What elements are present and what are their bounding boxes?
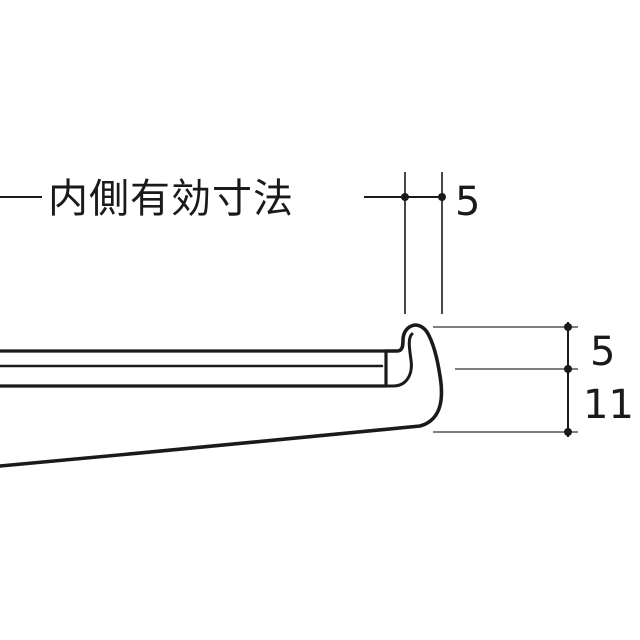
panel-rail <box>0 349 388 388</box>
height-point-bottom <box>564 428 572 436</box>
height-dimension-group <box>433 322 578 437</box>
hook-profile <box>0 323 444 468</box>
height-upper-label: 5 <box>590 329 615 375</box>
frame-profile <box>0 323 444 468</box>
inner-dimension-label: 内側有効寸法 <box>48 176 294 222</box>
inner-dimension-group: 内側有効寸法 5 <box>0 172 480 314</box>
height-point-top <box>564 323 572 331</box>
height-lower-label: 11 <box>583 382 634 428</box>
hook-inner-profile <box>384 332 414 388</box>
height-point-middle <box>564 365 572 373</box>
gap-top-label: 5 <box>455 179 480 225</box>
